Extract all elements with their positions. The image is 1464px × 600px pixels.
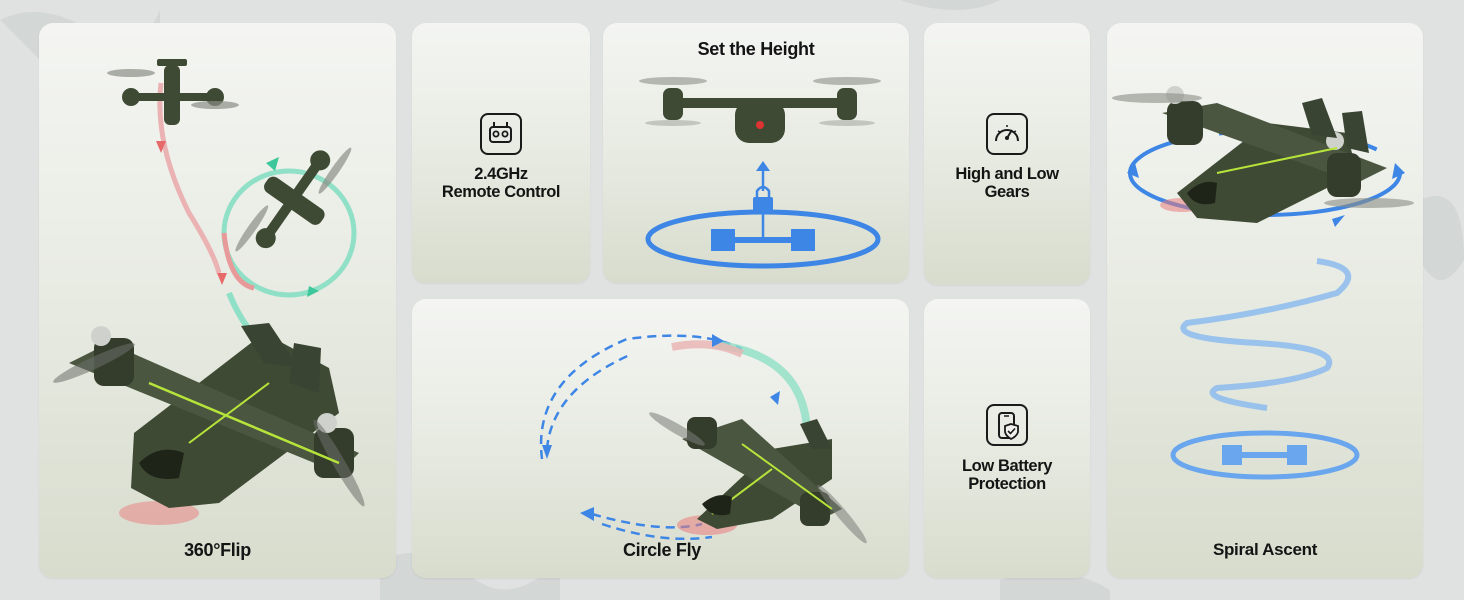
panel-label-circle: Circle Fly xyxy=(622,540,702,560)
flip-illustration xyxy=(53,59,365,525)
helipad-h xyxy=(711,229,815,251)
feature-gears-text: High and Low Gears xyxy=(924,165,1090,201)
drone-large xyxy=(53,323,365,525)
panel-set-height: Set the Height xyxy=(603,23,909,283)
arrow-head xyxy=(156,141,166,153)
drone-spiral xyxy=(1112,86,1414,223)
drone-hover xyxy=(639,77,881,143)
remote-controller-icon xyxy=(480,113,522,155)
panel-label-spiral: Spiral Ascent xyxy=(1212,540,1318,559)
gears-line1: High and Low xyxy=(955,165,1059,183)
drone-small-top xyxy=(107,59,239,125)
flip-arrow-path xyxy=(157,82,222,274)
panel-battery: Low Battery Protection xyxy=(924,299,1090,578)
panel-gears: High and Low Gears xyxy=(924,23,1090,285)
gears-line2: Gears xyxy=(984,183,1030,201)
panel-360-flip: 360°Flip xyxy=(39,23,396,578)
panel-spiral-ascent: Spiral Ascent xyxy=(1107,23,1423,578)
phone-shield-icon xyxy=(986,404,1028,446)
drone-flipping xyxy=(235,147,352,252)
helipad-h xyxy=(1222,445,1307,465)
battery-line1: Low Battery xyxy=(961,457,1053,475)
feature-battery-text: Low Battery Protection xyxy=(924,457,1090,493)
lock-icon xyxy=(753,185,773,211)
speedometer-icon xyxy=(986,113,1028,155)
feature-remote-text: 2.4GHz Remote Control xyxy=(412,165,590,201)
circle-fly-illustration xyxy=(539,334,867,544)
panel-remote-control: 2.4GHz Remote Control xyxy=(412,23,590,283)
battery-line2: Protection xyxy=(968,475,1046,493)
helipad-ring xyxy=(1170,430,1360,480)
spiral-illustration xyxy=(1112,86,1414,480)
remote-line1: 2.4GHz xyxy=(474,165,528,183)
panel-label-flip: 360°Flip xyxy=(184,540,251,560)
drone-circle xyxy=(649,412,867,544)
panel-label-height: Set the Height xyxy=(697,39,815,59)
helipad-ring xyxy=(645,209,881,269)
panel-circle-fly: Circle Fly xyxy=(412,299,909,578)
remote-line2: Remote Control xyxy=(441,183,561,201)
spiral-path xyxy=(1180,258,1352,411)
height-illustration xyxy=(639,77,881,269)
